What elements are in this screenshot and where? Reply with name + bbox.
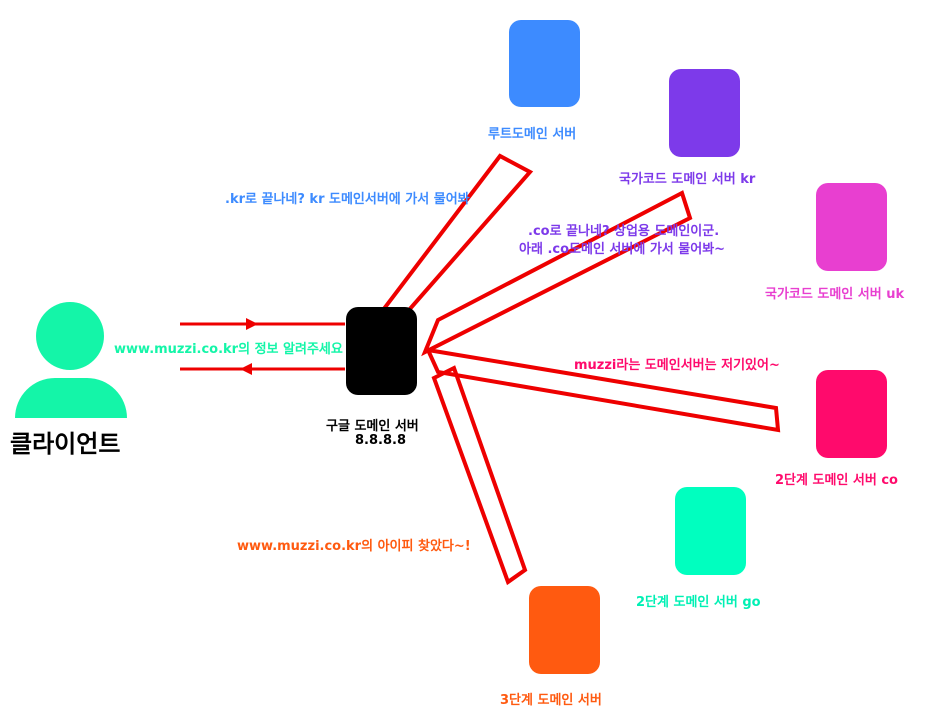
response-arrowhead (240, 363, 252, 375)
go-server (675, 487, 746, 575)
request-message: www.muzzi.co.kr의 정보 알려주세요 (114, 342, 343, 357)
uk-server (816, 183, 887, 271)
go-server-label: 2단계 도메인 서버 go (636, 595, 761, 610)
third-level-server (529, 586, 600, 674)
root-server-label: 루트도메인 서버 (488, 127, 577, 142)
client-head-icon (36, 302, 104, 370)
third-query-arrow (431, 365, 528, 586)
root-server (509, 20, 580, 107)
kr-server-label: 국가코드 도메인 서버 kr (619, 172, 756, 187)
client-body-icon (15, 378, 127, 418)
third-level-server-label: 3단계 도메인 서버 (500, 693, 602, 708)
kr-reply-line1: .co로 끝나네? 상업용 도메인이군. (528, 224, 720, 239)
root-query-arrow (378, 153, 534, 312)
kr-server (669, 69, 740, 157)
kr-query-arrow (421, 190, 693, 357)
co-reply-message: muzzi라는 도메인서버는 저기있어~ (574, 358, 780, 373)
google-dns-ip: 8.8.8.8 (355, 433, 406, 448)
client-label: 클라이언트 (10, 430, 121, 458)
co-server (816, 370, 887, 458)
final-reply-message: www.muzzi.co.kr의 아이피 찾았다~! (237, 539, 471, 554)
google-dns-server (346, 307, 417, 395)
request-arrowhead (246, 318, 258, 330)
uk-server-label: 국가코드 도메인 서버 uk (765, 287, 905, 302)
co-query-arrow (424, 347, 781, 433)
co-server-label: 2단계 도메인 서버 co (775, 473, 898, 488)
kr-reply-line2: 아래 .co도메인 서버에 가서 물어봐~ (519, 242, 726, 257)
google-dns-label: 구글 도메인 서버 (326, 419, 419, 434)
root-reply-message: .kr로 끝나네? kr 도메인서버에 가서 물어봐 (225, 192, 470, 207)
